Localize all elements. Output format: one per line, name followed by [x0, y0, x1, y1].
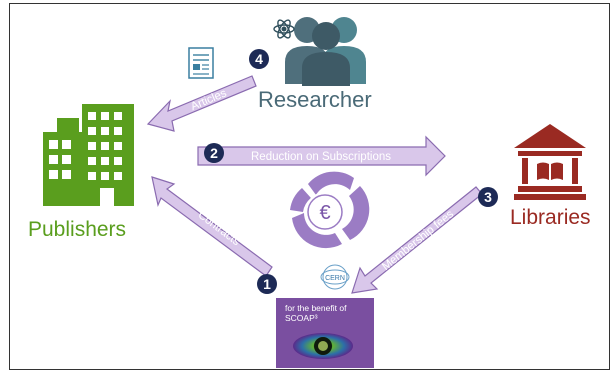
cern-logo-text: CERN [325, 275, 345, 282]
subscriptions-label: Reduction on Subscriptions [251, 151, 391, 163]
step-badge-1: 1 [257, 274, 277, 294]
scoap-line-2: SCOAP³ [285, 313, 318, 323]
step-number-1: 1 [263, 276, 271, 292]
step-number-2: 2 [210, 145, 218, 161]
libraries-label: Libraries [510, 206, 591, 229]
library-icon [514, 124, 586, 200]
membership-fees-label: Membership fees [380, 208, 456, 273]
scoap3-logo: CERN for the benefit of SCOAP³ [276, 264, 374, 368]
article-document-icon [188, 47, 214, 79]
articles-label: Articles [189, 87, 229, 113]
step-number-3: 3 [484, 189, 492, 205]
researchers-icon [285, 17, 366, 86]
scoap-line-1: for the benefit of [285, 303, 347, 313]
euro-cycle-icon: € [290, 171, 370, 249]
building-icon [43, 104, 134, 206]
euro-symbol: € [319, 202, 330, 224]
articles-arrow: Articles [146, 75, 257, 132]
step-badge-2: 2 [204, 143, 224, 163]
researcher-label: Researcher [258, 87, 372, 112]
contracts-arrow: Contracts [151, 176, 273, 277]
publishers-label: Publishers [28, 218, 127, 241]
subscriptions-arrow: Reduction on Subscriptions [197, 135, 446, 177]
atom-icon [273, 19, 295, 39]
step-number-4: 4 [255, 51, 263, 67]
membership-fees-arrow: Membership fees [351, 186, 483, 294]
step-badge-3: 3 [478, 187, 498, 207]
step-badge-4: 4 [249, 49, 269, 69]
